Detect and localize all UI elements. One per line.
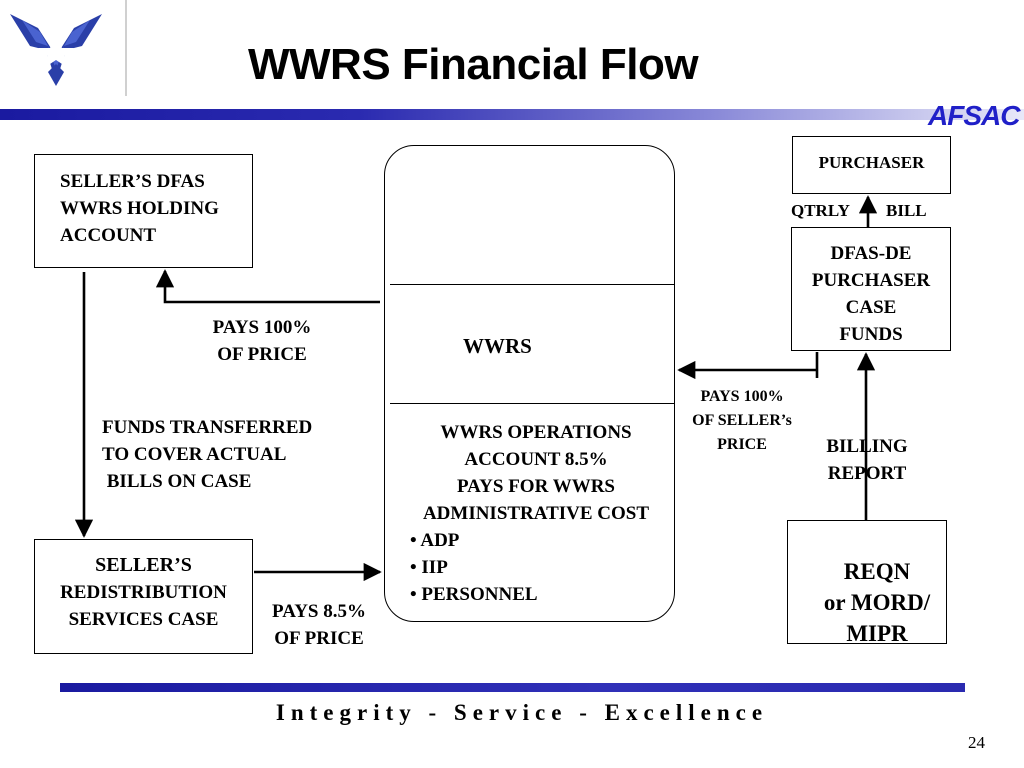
wwrs-box	[384, 145, 675, 622]
arrow-dfas-de-to-wwrs	[679, 352, 819, 378]
seller-dfas-label: SELLER’S DFAS WWRS HOLDING ACCOUNT	[60, 171, 219, 246]
wwrs-operations-items: • ADP • IIP • PERSONNEL	[410, 530, 538, 605]
seller-case-box	[34, 539, 253, 654]
page-number: 24	[968, 733, 985, 752]
pays-100-seller-label: PAYS 100% OF SELLER’s PRICE	[692, 388, 792, 453]
wwrs-label: WWRS	[463, 334, 532, 358]
footer-motto: Integrity - Service - Excellence	[275, 700, 769, 725]
afsac-logo-text: AFSAC	[928, 100, 1020, 131]
wwrs-divider-bottom	[390, 403, 674, 405]
dfas-de-box	[791, 227, 951, 351]
bill-label: BILL	[886, 201, 927, 220]
header-bar	[0, 109, 1024, 120]
seller-dfas-box	[34, 154, 253, 268]
dfas-de-label: DFAS-DE PURCHASER CASE FUNDS	[811, 243, 931, 345]
wwrs-divider-top	[390, 284, 674, 286]
page-title: WWRS Financial Flow	[248, 40, 699, 89]
footer-bar	[60, 683, 965, 692]
qtrly-label: QTRLY	[791, 201, 850, 220]
air-force-wings-logo	[8, 6, 104, 90]
pays-100-label: PAYS 100% OF PRICE	[212, 317, 312, 365]
purchaser-label: PURCHASER	[818, 153, 925, 172]
funds-transferred-label: FUNDS TRANSFERRED TO COVER ACTUAL BILLS …	[102, 417, 313, 492]
reqn-box	[787, 520, 947, 644]
purchaser-box	[792, 136, 951, 194]
reqn-label: REQN or MORD/ MIPR	[823, 559, 931, 646]
wwrs-operations-label: WWRS OPERATIONS ACCOUNT 8.5% PAYS FOR WW…	[422, 422, 650, 524]
seller-case-label: SELLER’S REDISTRIBUTION SERVICES CASE	[60, 554, 227, 630]
header-divider	[125, 0, 127, 96]
pays-8-5-label: PAYS 8.5% OF PRICE	[272, 601, 366, 649]
arrow-wwrs-to-seller-dfas	[155, 269, 380, 304]
